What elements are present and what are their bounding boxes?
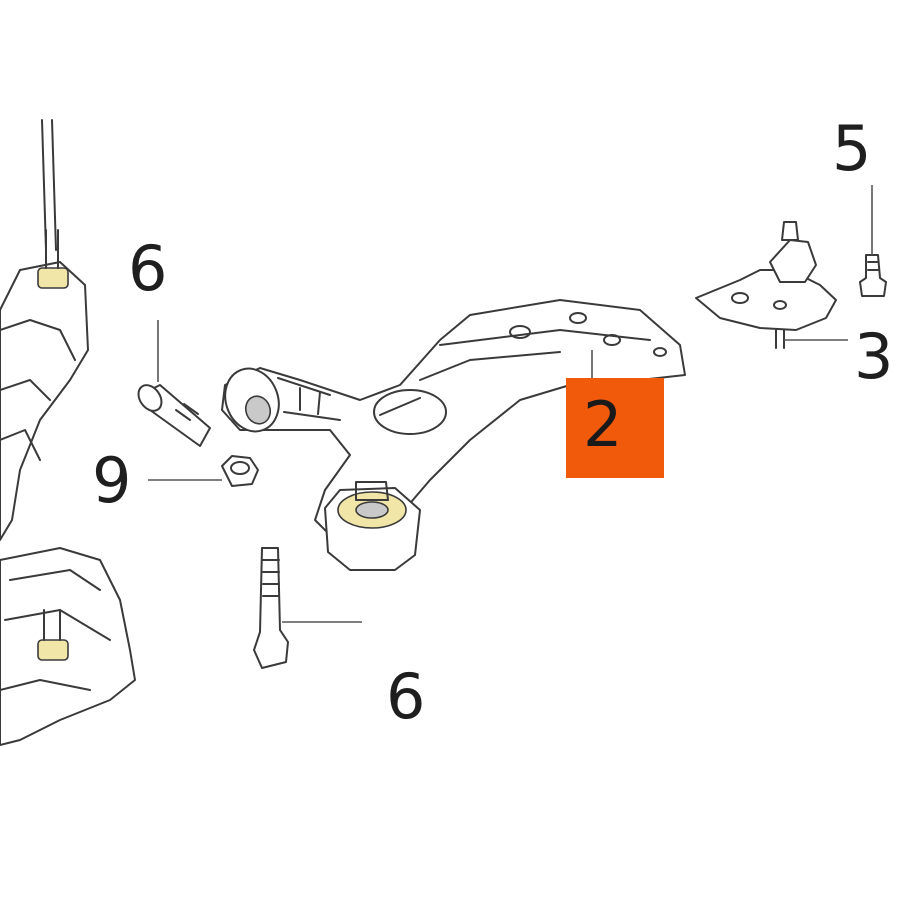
subframe-bushing-bottom (37, 639, 69, 661)
nut (221, 455, 259, 487)
callout-6-lower: 6 (386, 660, 426, 733)
bolt-upper (137, 384, 211, 447)
control-arm (221, 299, 686, 571)
leader-lines (148, 185, 873, 623)
subframe (0, 119, 136, 746)
callout-6-upper: 6 (128, 232, 168, 305)
ball-joint (695, 221, 837, 349)
subframe-bushing-top (37, 267, 69, 289)
bolt-small (859, 254, 887, 297)
highlight-box (566, 378, 664, 478)
callout-9: 9 (92, 444, 132, 517)
callout-3: 3 (854, 320, 894, 393)
callout-2: 2 (583, 388, 623, 461)
callout-5: 5 (832, 112, 872, 185)
bolt-lower (253, 547, 289, 669)
